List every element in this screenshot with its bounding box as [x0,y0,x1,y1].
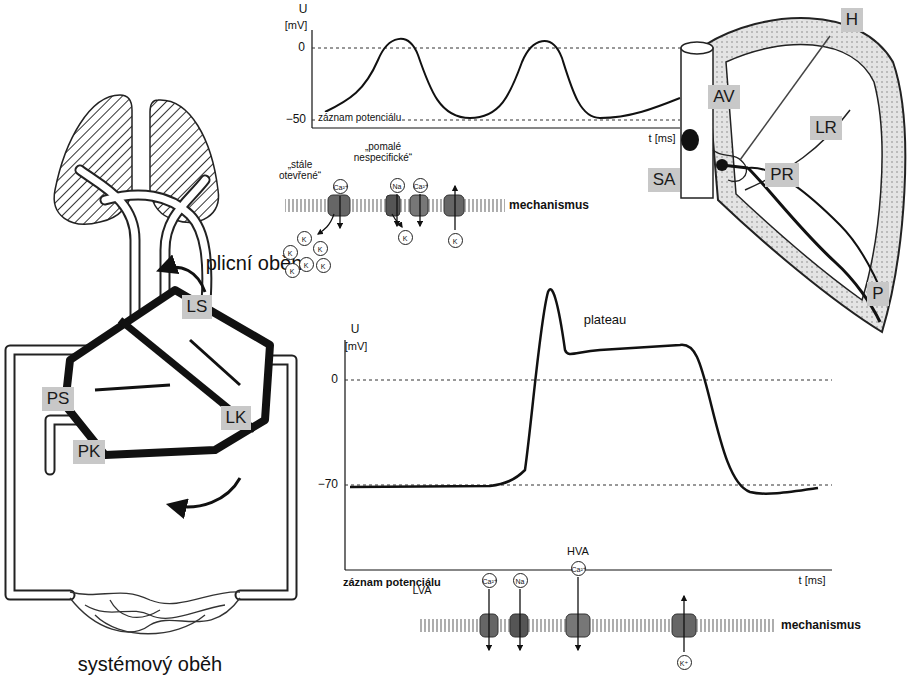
ion-symbol: K [299,257,314,272]
conduction-heart [681,18,905,332]
label-box: PS [42,387,75,411]
vessels [10,170,292,595]
part-label: PR [770,165,794,185]
text-label: U [351,323,360,337]
ventricular-graph [345,289,832,570]
ion-symbol: K [285,263,300,278]
text-label: „stále otevřené“ [269,159,331,182]
ion-symbol: Na [513,573,528,588]
text-label: −50 [286,113,306,127]
text-label: „pomalé nespecifické“ [347,141,419,164]
text-label: −70 [318,478,338,492]
part-label: P [872,284,883,304]
ion-symbol: K [313,241,328,256]
text-label: [mV] [285,19,308,32]
pacemaker-graph [312,30,680,128]
part-label: SA [653,170,676,190]
text-label: t [ms] [649,132,676,145]
text-label: 0 [331,373,338,387]
ion-symbol: Ca²⁺ [571,561,586,576]
ion-symbol: K [448,233,463,248]
text-label: t [ms] [799,574,826,587]
part-label: LS [187,297,208,317]
ion-symbol: K [316,258,331,273]
label-box: PR [765,163,799,187]
label-box: LR [810,116,842,140]
text-label: LVA [412,584,431,597]
ion-symbol: K [283,245,298,260]
flow-arrow [160,267,205,292]
part-label: PK [78,442,101,462]
ion-symbol: Ca²⁺ [413,178,428,193]
text-label: U [299,3,308,17]
label-box: SA [648,168,681,192]
capillary-bed [70,592,240,634]
part-label: PS [47,389,70,409]
label-box: LS [182,295,213,319]
part-label: AV [713,87,734,107]
part-label: LK [226,408,247,428]
circulation-drawing [10,95,292,634]
part-label: H [846,10,858,30]
flow-arrow [170,478,240,507]
text-label: [mV] [345,340,368,353]
heart-outline [65,290,270,455]
label-box: PK [73,440,106,464]
label-box: H [841,8,863,32]
ion-symbol: K [398,230,413,245]
part-label: LR [815,118,837,138]
label-box: LK [221,406,252,430]
pacemaker-mechanism [285,186,505,234]
text-label: záznam potenciálu [318,112,401,124]
text-label: mechanismus [781,619,861,633]
text-label: systémový oběh [78,653,223,676]
text-label: mechanismus [509,199,589,213]
heart-septum [120,320,255,430]
ion-symbol: Ca²⁺ [482,573,497,588]
heart-valve [190,340,240,385]
heart-valve [95,385,170,390]
text-label: 0 [298,41,305,55]
ventricular-mechanism [420,577,776,652]
label-box: P [867,282,888,306]
ion-symbol: Ca²⁺ [333,179,348,194]
text-label: HVA [567,545,589,558]
ion-symbol: K [297,231,312,246]
text-label: plateau [584,313,627,328]
ion-symbol: Na [390,178,405,193]
ion-symbol: K⁺ [677,655,692,670]
label-box: AV [708,85,739,109]
